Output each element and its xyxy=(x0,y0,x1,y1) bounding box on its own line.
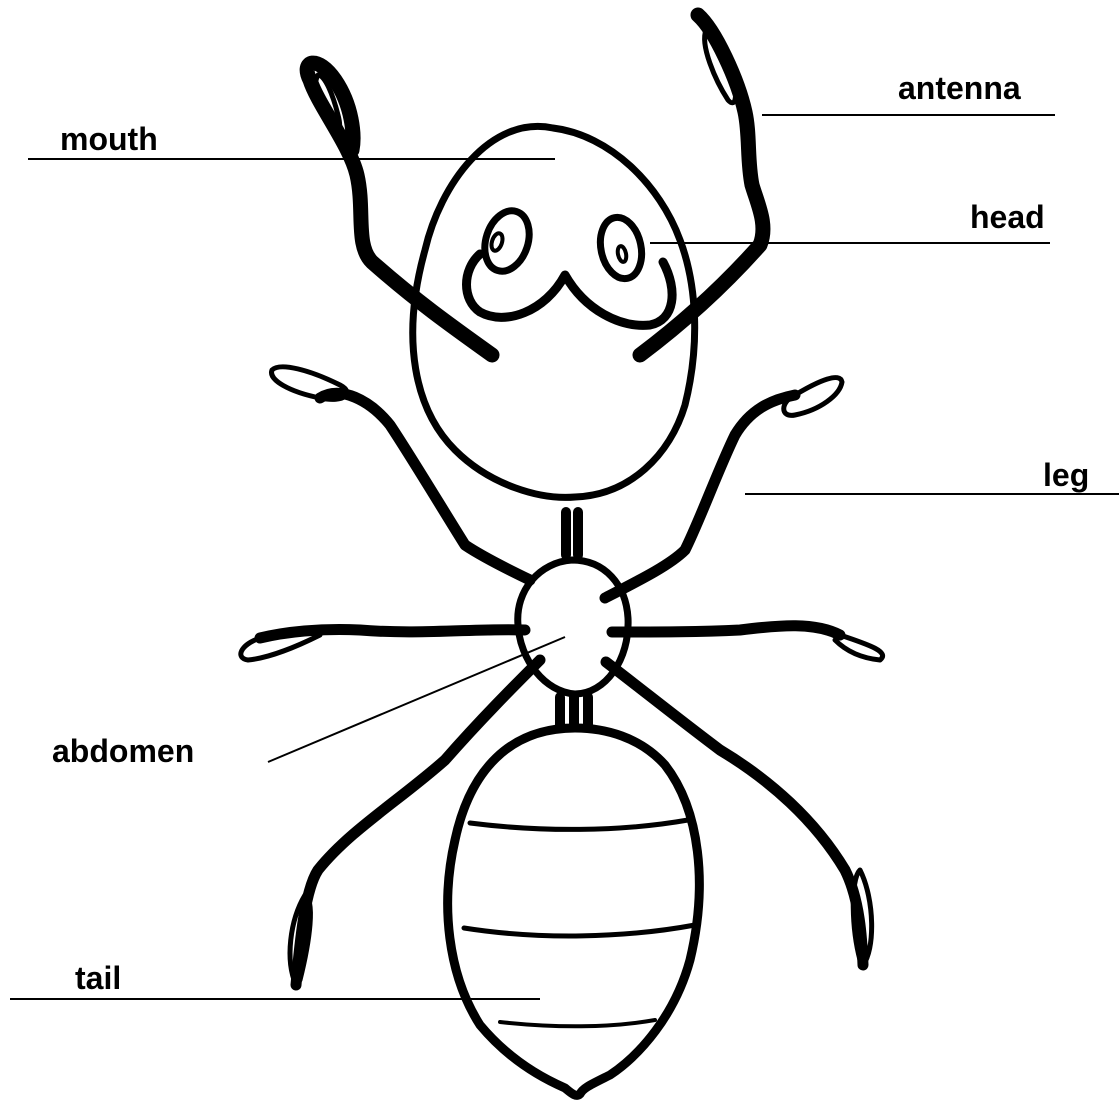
eye-left-pupil xyxy=(489,232,504,252)
waist xyxy=(560,697,588,725)
head-part xyxy=(413,126,695,497)
label-tail: tail xyxy=(75,962,121,994)
label-mouth: mouth xyxy=(60,123,158,155)
segment-line-3 xyxy=(500,1020,655,1026)
gaster-outline xyxy=(448,728,700,1095)
head-outline xyxy=(413,126,695,497)
leg-front-right xyxy=(605,395,795,598)
label-antenna: antenna xyxy=(898,72,1021,104)
leg-back-right xyxy=(606,662,863,965)
leg-front-right-foot xyxy=(784,378,842,416)
neck xyxy=(566,512,578,555)
label-leg: leg xyxy=(1043,459,1089,491)
label-abdomen: abdomen xyxy=(52,735,194,767)
eye-right-pupil xyxy=(616,245,627,262)
antenna-right xyxy=(640,15,763,355)
legs xyxy=(241,367,883,985)
gaster xyxy=(448,728,700,1095)
leg-mid-left xyxy=(260,629,525,638)
segment-line-2 xyxy=(464,925,695,936)
label-head: head xyxy=(970,201,1045,233)
leg-front-left xyxy=(320,393,530,580)
eye-left-outer xyxy=(477,205,536,277)
leg-mid-right xyxy=(612,626,840,635)
leg-back-left xyxy=(296,660,540,985)
segment-line-1 xyxy=(470,820,688,829)
